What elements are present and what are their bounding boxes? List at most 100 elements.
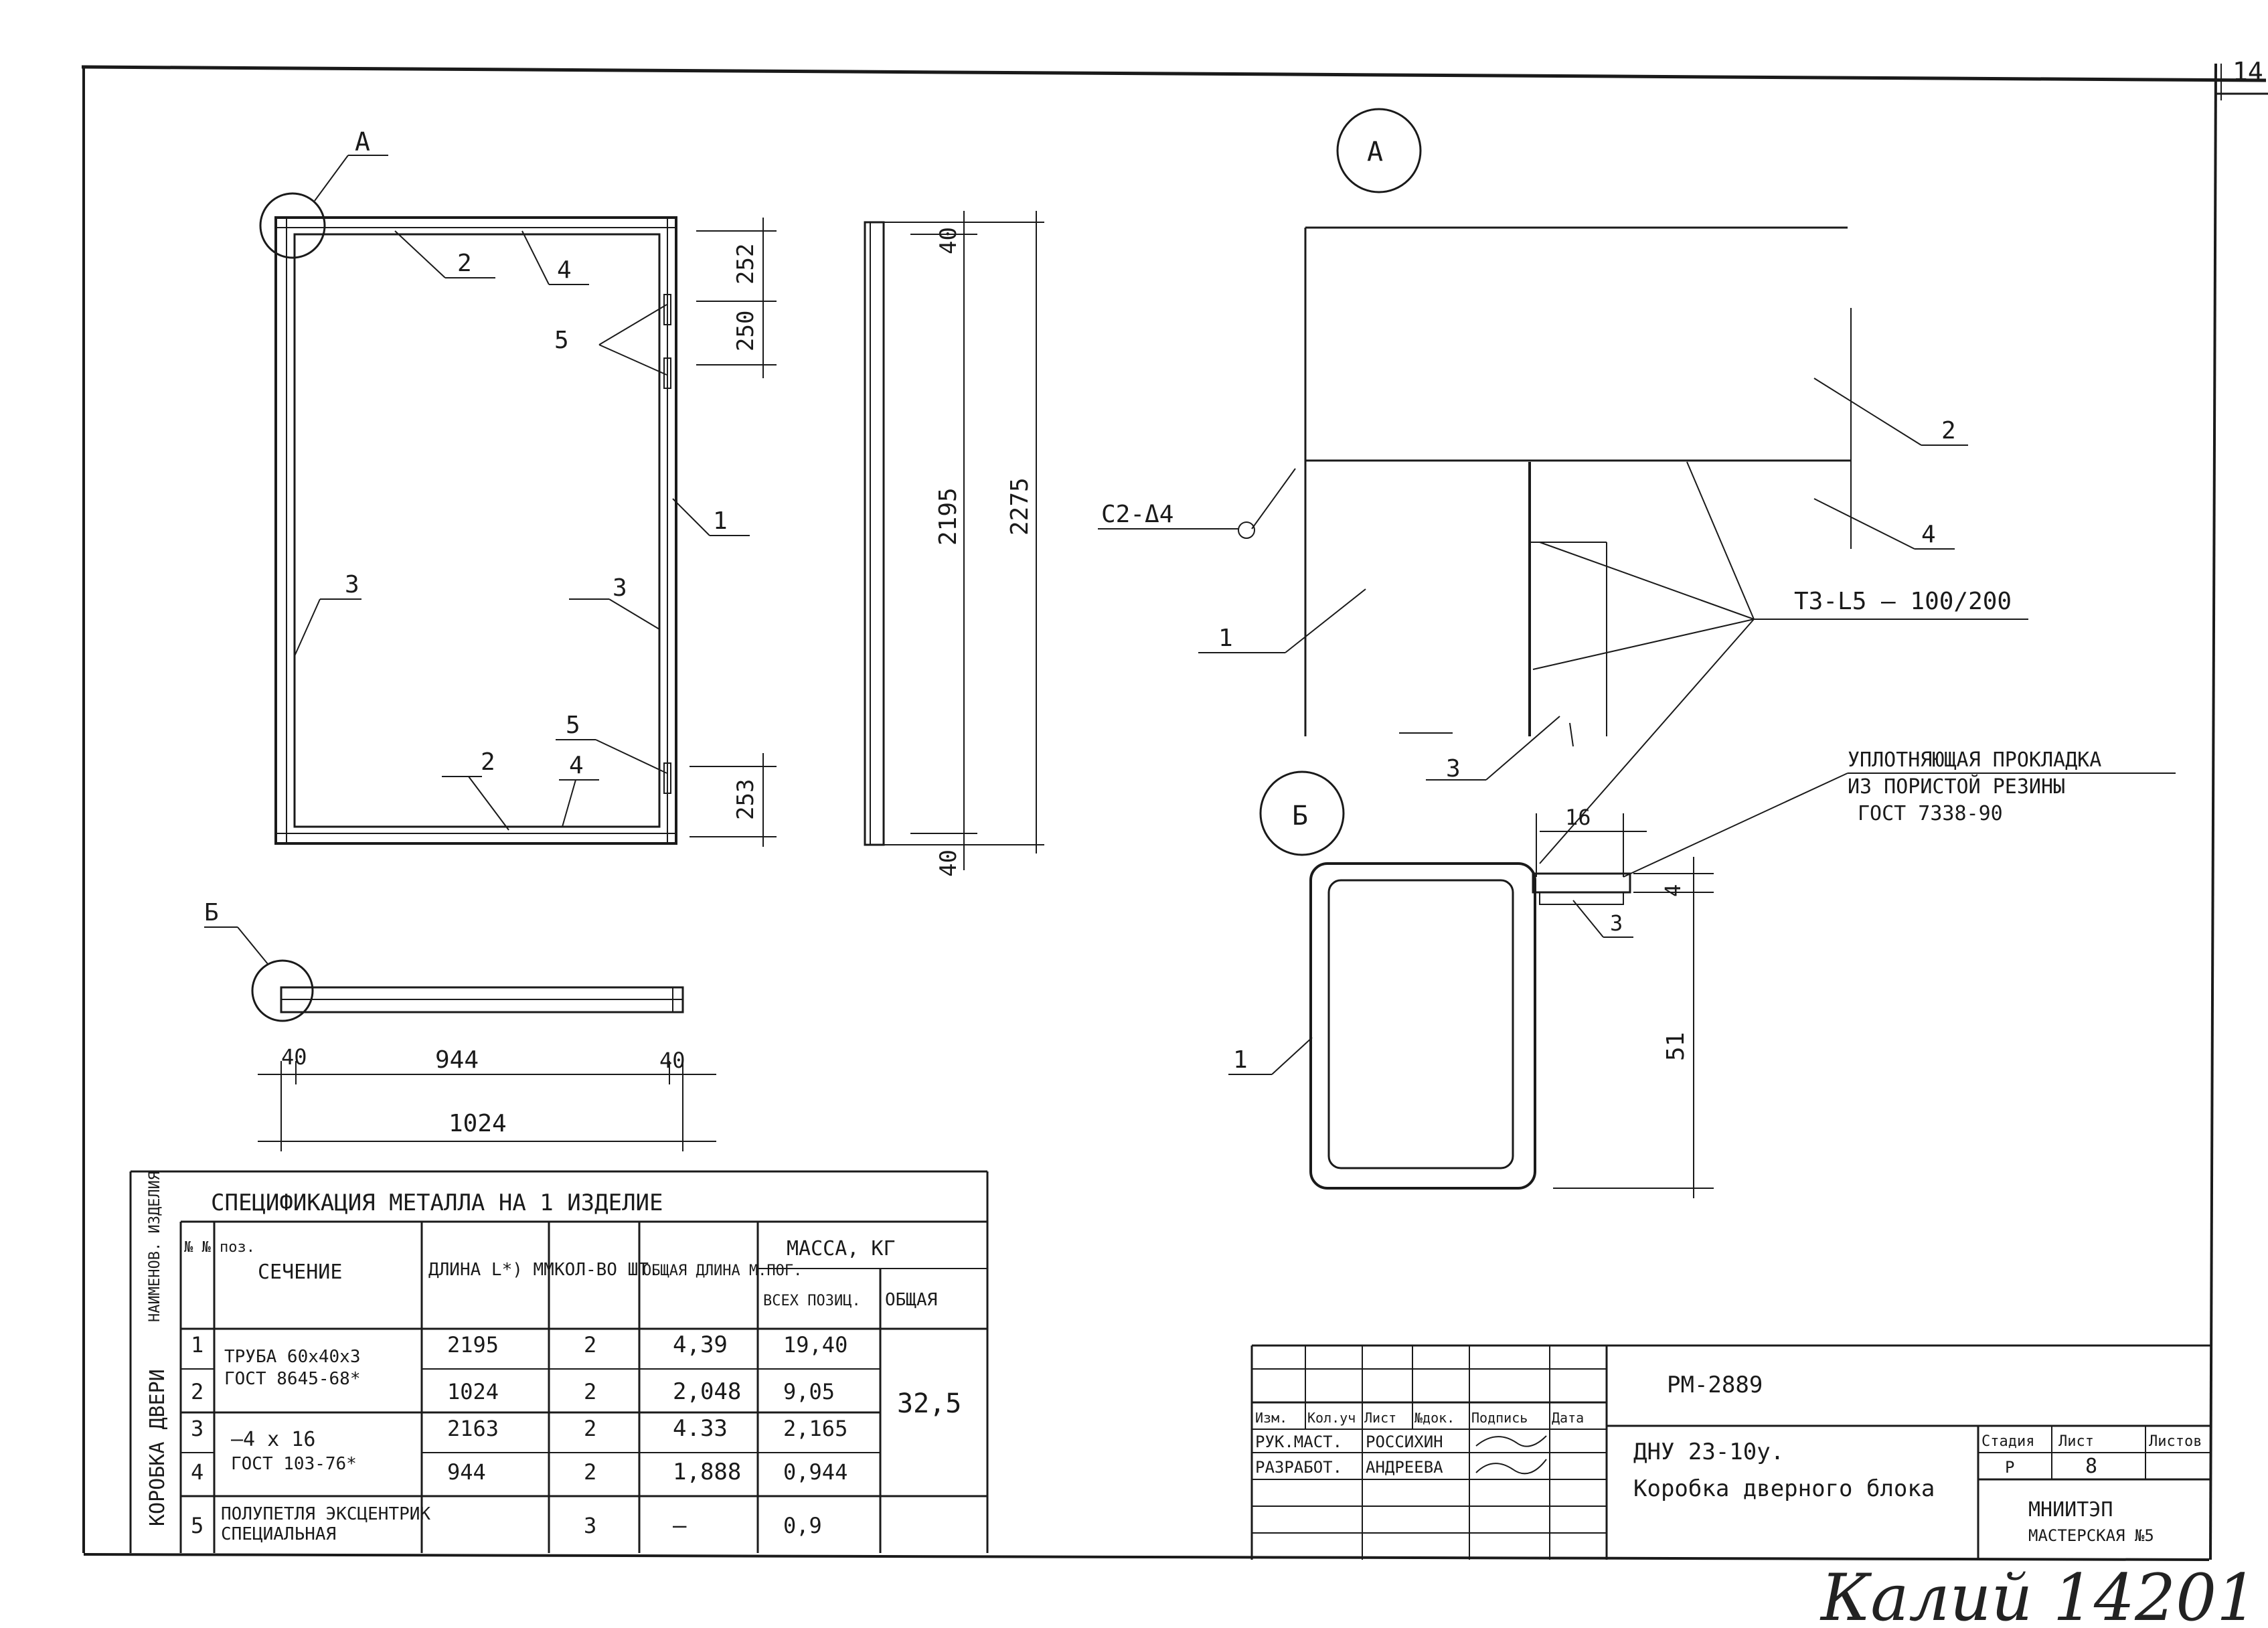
dim-250: 250: [732, 311, 759, 351]
header-mass-all: ВСЕХ ПОЗИЦ.: [763, 1293, 861, 1309]
col-podpis: Подпись: [1471, 1410, 1528, 1426]
spec-row-2-pos: 2: [191, 1379, 204, 1404]
spec-title: СПЕЦИФИКАЦИЯ МЕТАЛЛА НА 1 ИЗДЕЛИЕ: [211, 1190, 663, 1216]
detail-a-labels: А 1 2 3 4 С2-Δ4 Т3-L5 — 100/200: [1101, 137, 2012, 783]
detail-a: [1098, 108, 2028, 864]
header-name: НАИМЕНОВ. ИЗДЕЛИЯ: [147, 1171, 163, 1322]
title-block-grid: [1250, 1344, 2210, 1560]
section-3-line1: ПОЛУПЕТЛЯ ЭКСЦЕНТРИК: [221, 1504, 430, 1524]
detail-a-callout-1: 1: [1218, 625, 1233, 652]
group-name: КОРОБКА ДВЕРИ: [146, 1369, 169, 1526]
weld-symbol-c2: С2-Δ4: [1101, 501, 1173, 528]
spec-row-4-qty: 2: [584, 1459, 596, 1485]
col-list: Лист: [1364, 1410, 1396, 1426]
dim-944: 944: [435, 1046, 479, 1074]
spec-row-2-mass: 9,05: [783, 1379, 835, 1404]
callout-5-top: 5: [554, 327, 569, 354]
spec-row-4-mass: 0,944: [783, 1459, 847, 1485]
callout-4-top: 4: [557, 256, 572, 284]
callout-4-bottom: 4: [569, 752, 584, 779]
bottom-view: [204, 926, 716, 1151]
spec-row-4-pos: 4: [191, 1459, 204, 1485]
spec-row-1-len: 2195: [447, 1332, 499, 1358]
front-view: [259, 155, 777, 847]
spec-row-3-len: 2163: [447, 1416, 499, 1441]
detail-b-title: Б: [1292, 801, 1308, 831]
role-ruk-mast: РУК.МАСТ.: [1255, 1433, 1342, 1451]
spec-row-3-pos: 3: [191, 1416, 204, 1441]
header-length: ДЛИНА L*) ММ: [428, 1260, 554, 1280]
detail-a-title: А: [1367, 137, 1383, 167]
callout-3-right: 3: [613, 574, 627, 602]
stage-value: Р: [2005, 1458, 2014, 1477]
spec-row-5-mass: 0,9: [783, 1513, 822, 1538]
front-view-labels: А 1 2 2 3 3 4 4 5 5 252 250 253: [345, 127, 759, 820]
mass-total: 32,5: [897, 1388, 961, 1419]
callout-3-left: 3: [345, 571, 359, 598]
dim-1024: 1024: [449, 1110, 507, 1137]
person-andreeva: АНДРЕЕВА: [1366, 1458, 1443, 1477]
col-ndok: №док.: [1414, 1410, 1455, 1426]
spec-row-5-qty: 3: [584, 1513, 596, 1538]
col-koluch: Кол.уч: [1307, 1410, 1356, 1426]
sheet-value: 8: [2085, 1455, 2097, 1478]
section-1-line1: ТРУБА 60х40х3: [224, 1347, 361, 1367]
spec-row-1-mass: 19,40: [783, 1332, 847, 1358]
org-workshop: МАСТЕРСКАЯ №5: [2028, 1526, 2154, 1545]
header-mass-total: ОБЩАЯ: [885, 1290, 937, 1310]
spec-row-4-tot: 1,888: [673, 1459, 741, 1485]
detail-b-labels: Б 1 3 16 4 51 УПЛОТНЯЮЩАЯ ПРОКЛАДКА ИЗ П…: [1233, 748, 2101, 1074]
col-izm: Изм.: [1255, 1410, 1287, 1426]
dim-253: 253: [732, 779, 759, 820]
handwritten-note: Калий 14201: [1819, 1560, 2257, 1628]
stage-header: Стадия: [1981, 1433, 2034, 1450]
signature-2: [1475, 1459, 1547, 1475]
header-mass: МАССА, КГ: [787, 1237, 896, 1260]
col-data: Дата: [1552, 1410, 1584, 1426]
header-section: СЕЧЕНИЕ: [258, 1260, 342, 1284]
callout-2-bottom: 2: [481, 748, 495, 776]
doc-code: РМ-2889: [1667, 1372, 1763, 1398]
spec-row-1-pos: 1: [191, 1332, 204, 1358]
spec-table: СПЕЦИФИКАЦИЯ МЕТАЛЛА НА 1 ИЗДЕЛИЕ НАИМЕН…: [146, 1171, 961, 1544]
bottom-view-labels: Б 40 944 40 1024: [204, 899, 685, 1137]
signature-1: [1475, 1435, 1547, 1447]
spec-row-1-qty: 2: [584, 1332, 596, 1358]
view-label-b: Б: [204, 899, 219, 926]
detail-b-circle-marker: [251, 959, 314, 1022]
title-block: Изм. Кол.уч Лист №док. Подпись Дата РУК.…: [1255, 1372, 2202, 1545]
spec-table-grid: [129, 1170, 989, 1553]
dim-40-bottom: 40: [935, 849, 962, 877]
dim-4: 4: [1660, 884, 1686, 897]
detail-a-circle-marker: [259, 192, 326, 259]
detail-a-callout-2: 2: [1941, 417, 1956, 444]
section-1-line2: ГОСТ 8645-68*: [224, 1369, 361, 1389]
callout-1: 1: [713, 507, 728, 535]
dim-252: 252: [732, 244, 759, 284]
doc-name: Коробка дверного блока: [1633, 1475, 1935, 1502]
weld-symbol-t3: Т3-L5 — 100/200: [1794, 588, 2012, 615]
sheet-corner-number: 14: [2233, 57, 2263, 86]
section-2-line2: ГОСТ 103-76*: [231, 1454, 357, 1474]
dim-40-left: 40: [281, 1044, 307, 1070]
header-pos: № № поз.: [183, 1239, 255, 1256]
role-razrabot: РАЗРАБОТ.: [1255, 1458, 1342, 1477]
spec-row-3-tot: 4.33: [673, 1415, 728, 1442]
spec-row-5-tot: —: [673, 1512, 687, 1539]
dim-40-top: 40: [935, 227, 962, 254]
sheet-header: Лист: [2058, 1433, 2094, 1450]
detail-b: [1228, 770, 2176, 1198]
detail-a-callout-4: 4: [1921, 521, 1936, 548]
gasket-note-line1: УПЛОТНЯЮЩАЯ ПРОКЛАДКА: [1848, 748, 2101, 772]
spec-row-5-pos: 5: [191, 1513, 204, 1538]
side-view-labels: 40 2195 2275 40: [935, 227, 1034, 877]
dim-16: 16: [1565, 805, 1591, 830]
sheets-header: Листов: [2149, 1433, 2202, 1450]
gasket-note-line2: ИЗ ПОРИСТОЙ РЕЗИНЫ: [1848, 775, 2065, 799]
detail-b-callout-3: 3: [1610, 910, 1623, 936]
detail-a-callout-3: 3: [1446, 755, 1461, 783]
header-qty: КОЛ-ВО ШТ.: [554, 1260, 659, 1280]
view-label-a: А: [355, 127, 370, 157]
